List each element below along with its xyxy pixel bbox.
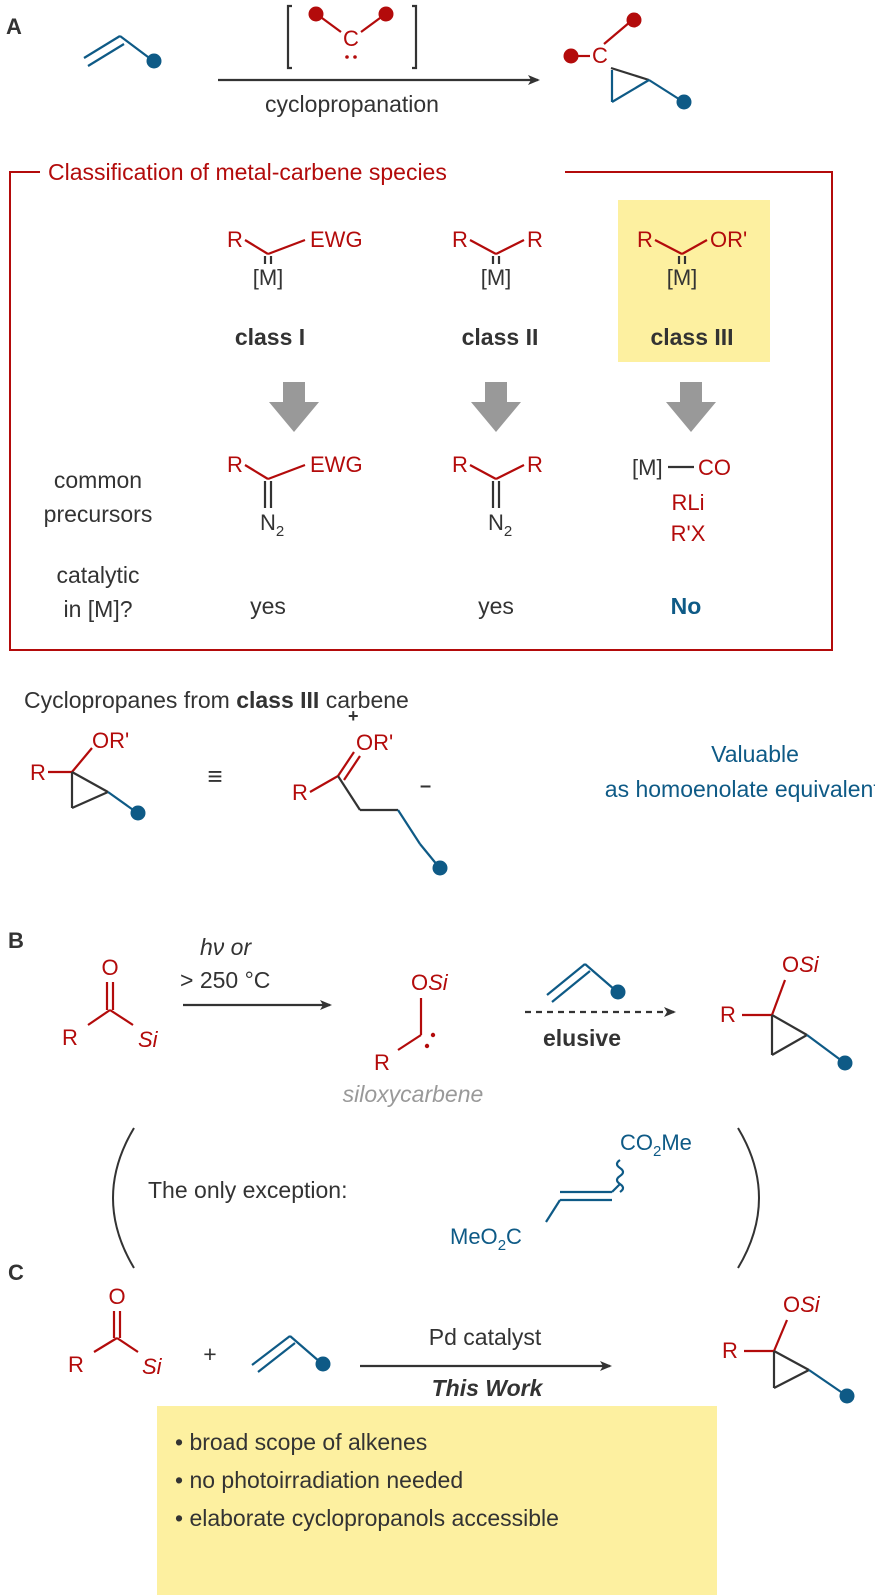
carbene-bracket: C (286, 4, 418, 70)
metal: [M] (632, 455, 663, 480)
precursor-i: R EWG N2 (227, 452, 363, 540)
equivalence-sign: ≡ (207, 761, 222, 791)
substituent: R (68, 1352, 84, 1377)
siloxycarbene-label: siloxycarbene (343, 1081, 484, 1107)
bullet-item: • elaborate cyclopropanols accessible (175, 1505, 559, 1531)
precursor-iii: [M] CO RLi R'X (632, 455, 731, 546)
bullet-item: • no photoirradiation needed (175, 1467, 463, 1493)
box-title: Classification of metal-carbene species (48, 159, 447, 185)
valuable-text: Valuable (711, 741, 799, 767)
osi: OSi (782, 952, 820, 977)
exception-text: The only exception: (148, 1177, 347, 1203)
this-work-label: This Work (432, 1375, 544, 1401)
co: CO (698, 455, 731, 480)
class-iii: R OR' [M] class III (637, 227, 747, 350)
substituent: OR' (92, 728, 129, 753)
carbene-carbon: C (343, 26, 359, 51)
conditions: > 250 °C (180, 967, 270, 993)
osi: OSi (411, 970, 449, 995)
catalytic-value: No (671, 593, 702, 619)
elusive-label: elusive (543, 1025, 621, 1051)
row-label: in [M]? (63, 596, 132, 622)
down-arrow-icon (471, 382, 521, 432)
metal: [M] (667, 265, 698, 290)
right-parenthesis (737, 1127, 760, 1269)
charge: – (420, 775, 431, 797)
substituent: EWG (310, 227, 363, 252)
panel-b-label: B (8, 928, 24, 953)
substituent: OR' (710, 227, 747, 252)
classification-box (9, 171, 833, 651)
cyclopropanol-structure: R OR' (30, 728, 146, 821)
row-label: common (54, 467, 142, 493)
substituent: R (62, 1025, 78, 1050)
rli: RLi (671, 490, 704, 515)
cyclopropanes-heading: Cyclopropanes from class III carbene (24, 687, 409, 713)
diazo-n2: N2 (260, 510, 284, 540)
catalytic-value: yes (250, 593, 286, 619)
arrow-label: cyclopropanation (265, 91, 439, 117)
substituent: R (452, 452, 468, 477)
substituent: EWG (310, 452, 363, 477)
osi: OSi (783, 1292, 821, 1317)
row-label: catalytic (56, 562, 139, 588)
silyl: Si (142, 1354, 163, 1379)
panel-c-label: C (8, 1260, 24, 1285)
row-label: precursors (44, 501, 153, 527)
oxygen: O (108, 1284, 125, 1309)
class-name: class II (462, 324, 539, 350)
panel-a-label: A (6, 14, 22, 39)
cyclopropane-product: C (563, 12, 692, 110)
substituent: R (452, 227, 468, 252)
alkene-icon (83, 35, 162, 69)
acylsilane-b: O R Si (62, 955, 159, 1052)
valuable-text: as homoenolate equivalents (605, 776, 875, 802)
class-i: R EWG [M] class I (227, 227, 363, 350)
substituent: R (527, 452, 543, 477)
siloxycyclopropane-b: OSi R (720, 952, 853, 1071)
plus-sign: + (203, 1341, 216, 1367)
homoenolate-structure: + OR' R – (292, 706, 448, 876)
substituent: R (227, 227, 243, 252)
bullet-item: • broad scope of alkenes (175, 1429, 427, 1455)
metal: [M] (253, 265, 284, 290)
substituent: R (227, 452, 243, 477)
alkene-icon (251, 1335, 331, 1373)
substituent: R (722, 1338, 738, 1363)
substituent: R (527, 227, 543, 252)
alkene-icon (546, 963, 626, 1003)
down-arrow-icons (269, 382, 716, 432)
product-carbon: C (592, 43, 608, 68)
down-arrow-icon (269, 382, 319, 432)
substituent: OR' (356, 730, 393, 755)
diazo-n2: N2 (488, 510, 512, 540)
catalyst-label: Pd catalyst (429, 1324, 542, 1350)
fumarate-structure: CO2Me MeO2C (450, 1130, 692, 1254)
class-name: class III (650, 324, 733, 350)
left-parenthesis (112, 1127, 135, 1269)
ester-top: CO2Me (620, 1130, 692, 1160)
metal: [M] (481, 265, 512, 290)
class-ii: R R [M] class II (452, 227, 543, 350)
siloxycarbene-structure: OSi R (374, 970, 449, 1075)
substituent: R (292, 780, 308, 805)
conditions: hν or (200, 934, 252, 960)
substituent: R (720, 1002, 736, 1027)
rx: R'X (671, 521, 706, 546)
class-name: class I (235, 324, 305, 350)
highlights-box (157, 1406, 717, 1595)
acylsilane-c: O R Si (68, 1284, 163, 1379)
silyl: Si (138, 1027, 159, 1052)
charge: + (348, 706, 359, 726)
substituent: R (637, 227, 653, 252)
catalytic-value: yes (478, 593, 514, 619)
substituent: R (374, 1050, 390, 1075)
precursor-ii: R R N2 (452, 452, 543, 540)
siloxycyclopropane-c: OSi R (722, 1292, 855, 1404)
class-iii-highlight (618, 200, 770, 362)
substituent: R (30, 760, 46, 785)
down-arrow-icon (666, 382, 716, 432)
ester-bottom: MeO2C (450, 1224, 522, 1254)
oxygen: O (101, 955, 118, 980)
